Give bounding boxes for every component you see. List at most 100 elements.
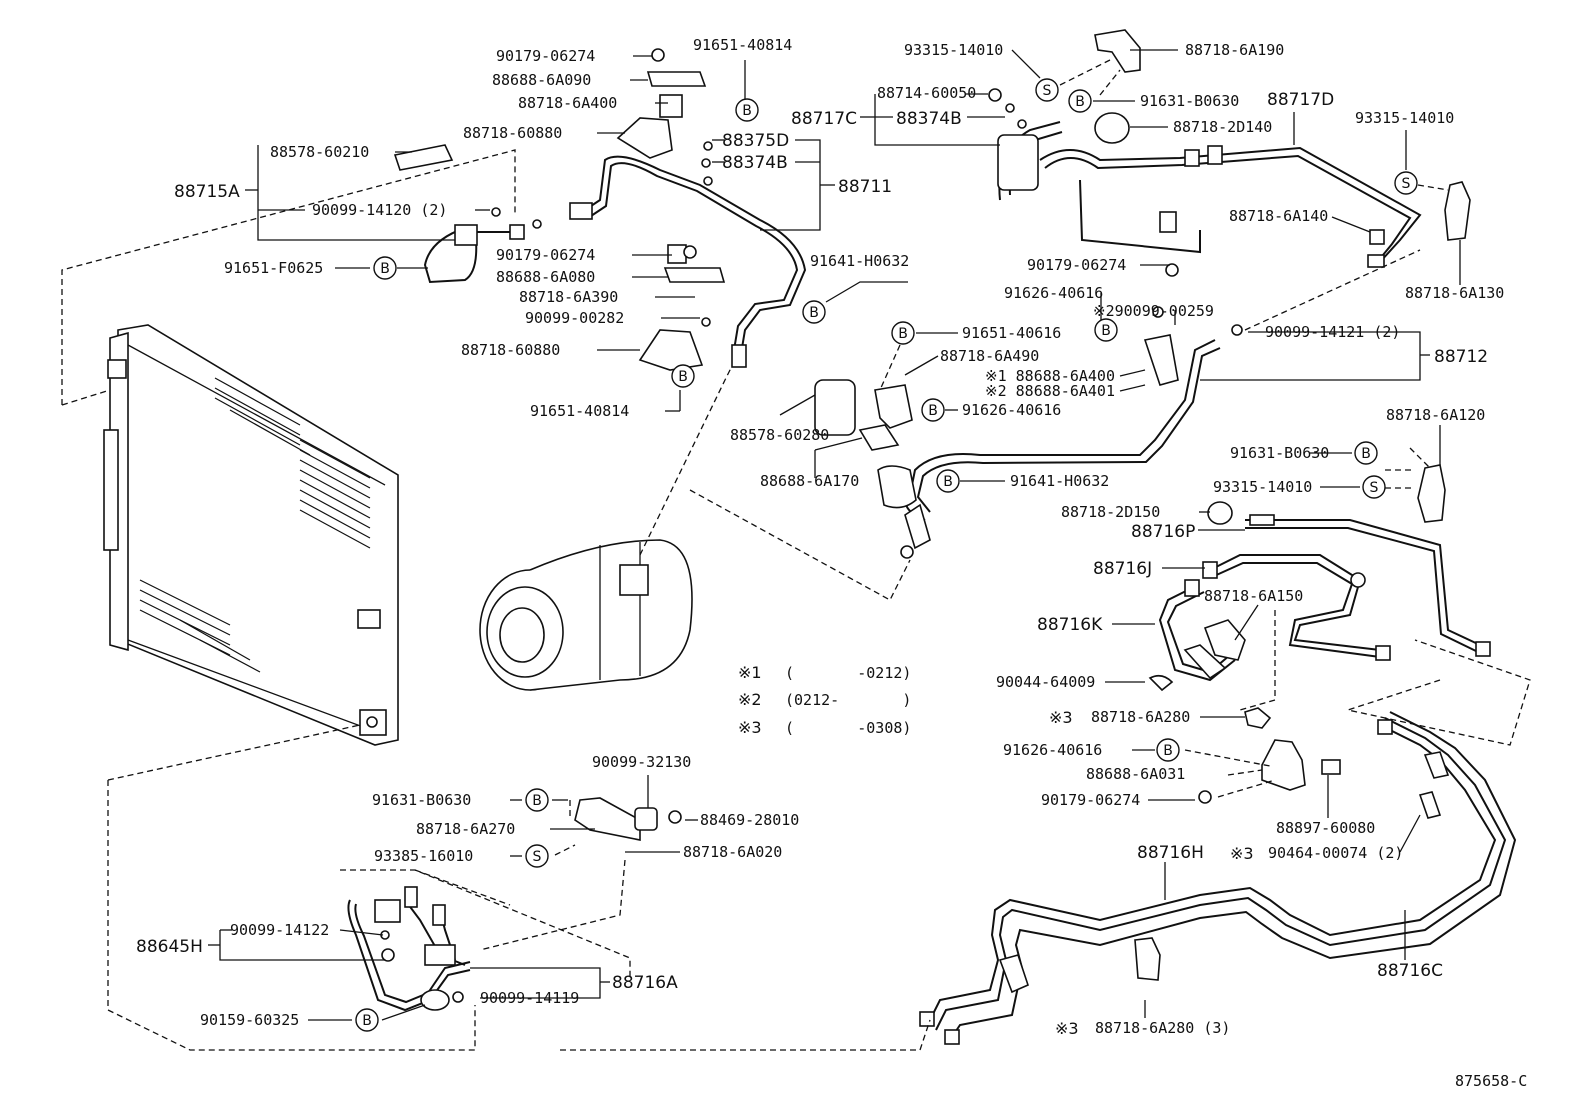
hose-88711 [569,48,807,371]
note-text: ( -0308) [785,719,911,737]
part-label: 91651-40814 [530,402,629,420]
part-label: 88374B [896,109,962,129]
bolt-marker: B [936,469,960,493]
svg-text:B: B [1101,323,1111,339]
part-label: 90099-14120 (2) [312,201,447,219]
note-text: (0212- ) [785,691,911,709]
bolt-marker: B [1354,441,1378,465]
part-label: 90099-00282 [525,309,624,327]
part-label: 88718-60880 [461,341,560,359]
stud-marker: S [1362,475,1386,499]
bolt-marker: B [921,398,945,422]
bolt-markers: B B B B S B S B B B B B S B B S B [355,78,1418,1032]
svg-text:B: B [1075,94,1085,110]
leader-lines [208,49,1461,1021]
bolt-marker: B [1094,318,1118,342]
part-label: 88718-6A490 [940,347,1039,365]
part-label: 90099-32130 [592,753,691,771]
part-label: 91641-H0632 [810,252,909,270]
part-label: 90099-14119 [480,989,579,1007]
part-label: 88578-60210 [270,143,369,161]
part-label: 93315-14010 [1355,109,1454,127]
stud-marker: S [1035,78,1059,102]
part-label: 88688-6A080 [496,268,595,286]
svg-text:B: B [678,369,688,385]
bolt-marker: B [525,788,549,812]
part-label: 93315-14010 [1213,478,1312,496]
assembly-label: 88711 [838,177,892,197]
svg-text:B: B [742,103,752,119]
part-label: 91626-40616 [1003,741,1102,759]
part-label: 90179-06274 [496,246,595,264]
note-mark: ※3 [738,718,762,737]
bolt-marker: B [802,300,826,324]
part-label: 90179-06274 [496,47,595,65]
part-label: 88375D [722,131,789,151]
pipe-88715A [393,144,542,284]
assembly-label: 88716H [1137,843,1204,863]
part-label: 88897-60080 [1276,819,1375,837]
assembly-label: 88716J [1093,559,1152,579]
note-mark: ※3 [1230,844,1254,863]
stud-marker: S [1394,171,1418,195]
bolt-marker: B [355,1008,379,1032]
part-label: ※2 88688-6A401 [985,382,1115,400]
assembly-label: 88717D [1267,90,1334,110]
part-label: 88688-6A170 [760,472,859,490]
part-label: 91631-B0630 [1140,92,1239,110]
pipe-88716A [107,724,931,1051]
svg-text:S: S [1043,83,1052,99]
part-label: 88718-6A020 [683,843,782,861]
bolt-marker: B [1068,89,1092,113]
bolt-marker: B [1156,738,1180,762]
bolt-marker: B [671,364,695,388]
assembly-label: 88712 [1434,347,1488,367]
assembly-label: 88716A [612,973,678,993]
svg-text:S: S [1370,480,1379,496]
part-label: 90159-60325 [200,1011,299,1029]
part-labels: 90179-06274 91651-40814 88688-6A090 8871… [136,36,1527,1090]
part-label: 88718-6A120 [1386,406,1485,424]
part-label: 88718-2D140 [1173,118,1272,136]
part-label: 88718-60880 [463,124,562,142]
note-mark: ※1 [738,663,762,682]
part-label: 88718-6A280 (3) [1095,1019,1230,1037]
part-label: 93385-16010 [374,847,473,865]
part-label: 88718-6A400 [518,94,617,112]
svg-text:S: S [533,849,542,865]
svg-text:B: B [362,1013,372,1029]
pipe-88712 [814,263,1243,559]
part-label: 91641-H0632 [1010,472,1109,490]
diagram-reference-code: 875658-C [1455,1072,1527,1090]
assembly-label: 88716K [1037,615,1103,635]
part-label: 88718-6A150 [1204,587,1303,605]
svg-text:B: B [380,261,390,277]
part-label: 88718-6A130 [1405,284,1504,302]
part-label: 88718-2D150 [1061,503,1160,521]
svg-text:B: B [898,326,908,342]
part-label: 88718-6A270 [416,820,515,838]
bolt-marker: B [735,98,759,122]
svg-text:B: B [1163,743,1173,759]
bolt-marker: B [891,321,915,345]
svg-text:S: S [1402,176,1411,192]
assembly-label: 88715A [174,182,240,202]
svg-text:B: B [1361,446,1371,462]
note-mark: ※2 [738,690,762,709]
part-label: ※290099-00259 [1093,302,1214,320]
part-label: 88718-6A390 [519,288,618,306]
svg-text:B: B [943,474,953,490]
part-label: 88469-28010 [700,811,799,829]
bolt-marker: B [373,256,397,280]
assembly-label: 88645H [136,937,203,957]
part-label: 88688-6A090 [492,71,591,89]
note-mark: ※3 [1055,1019,1079,1038]
part-label: 88714-60050 [877,84,976,102]
part-label: 91651-40616 [962,324,1061,342]
stud-marker: S [525,844,549,868]
part-label: 90179-06274 [1041,791,1140,809]
assembly-label: 88716P [1131,522,1195,542]
receiver-88717C [988,29,1471,331]
svg-text:B: B [532,793,542,809]
part-label: 90099-14121 (2) [1265,323,1400,341]
